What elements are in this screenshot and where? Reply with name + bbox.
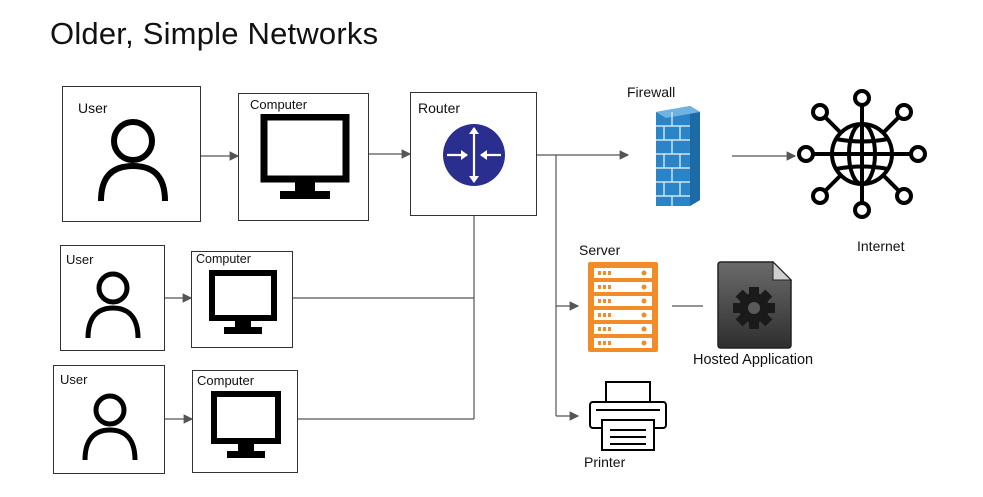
- router-label: Router: [418, 100, 461, 116]
- hosted-application-icon: [717, 261, 793, 349]
- user-icon: [82, 393, 138, 461]
- computer-box-1: Computer: [238, 93, 369, 221]
- monitor-icon: [209, 270, 277, 334]
- user-icon: [85, 271, 141, 339]
- internet-label: Internet: [857, 238, 905, 254]
- router-icon: [443, 124, 505, 186]
- monitor-icon: [211, 391, 281, 458]
- user-label-2: User: [66, 252, 94, 267]
- printer-label: Printer: [584, 454, 626, 470]
- user-box-1: User: [62, 86, 201, 222]
- computer-label-1: Computer: [250, 97, 308, 112]
- user-box-2: User: [60, 245, 165, 351]
- printer-icon: [589, 381, 667, 451]
- internet-globe-icon: [797, 89, 927, 219]
- router-box: Router: [410, 92, 537, 216]
- server-label: Server: [579, 242, 621, 258]
- diagram-title: Older, Simple Networks: [50, 16, 379, 51]
- monitor-icon: [260, 114, 350, 199]
- user-label-1: User: [78, 100, 108, 116]
- user-box-3: User: [53, 365, 165, 474]
- firewall-label: Firewall: [627, 84, 676, 100]
- user-icon: [98, 119, 168, 202]
- computer-box-3: Computer: [192, 370, 298, 473]
- computer-label-3: Computer: [197, 373, 255, 388]
- computer-box-2: Computer: [191, 251, 293, 348]
- firewall-icon: [656, 106, 700, 206]
- hosted-application-label: Hosted Application: [693, 352, 814, 368]
- server-icon: [588, 262, 658, 352]
- computer-label-2: Computer: [196, 252, 251, 266]
- user-label-3: User: [60, 372, 88, 387]
